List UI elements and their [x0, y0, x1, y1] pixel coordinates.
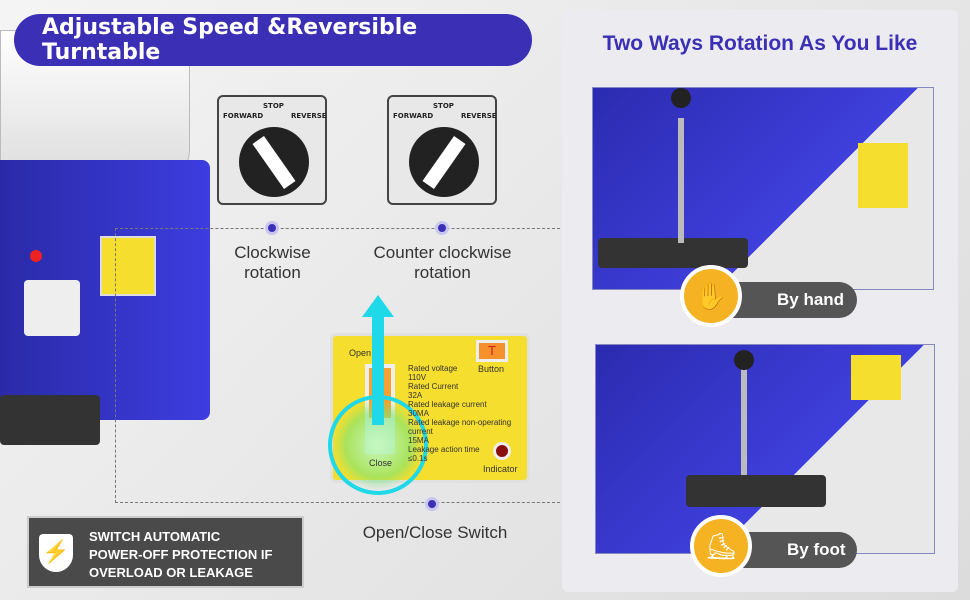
foot-photo — [595, 344, 935, 554]
mini-switch — [24, 280, 80, 336]
pottery-wheel-body — [0, 160, 210, 420]
switch-knob — [239, 127, 309, 197]
badge-line: SWITCH AUTOMATIC — [89, 529, 221, 544]
badge-line: OVERLOAD OR LEAKAGE — [89, 565, 253, 580]
banner: Adjustable Speed &Reversible Turntable — [14, 14, 532, 66]
rotation-panel: Two Ways Rotation As You Like By hand ✋ … — [562, 10, 958, 592]
callout-lines — [115, 228, 560, 503]
switch-counterclockwise: STOP FORWARD REVERSE — [387, 95, 497, 205]
switch-clockwise: STOP FORWARD REVERSE — [217, 95, 327, 205]
shield-bolt-icon: ⚡ — [39, 534, 73, 572]
open-close-caption: Open/Close Switch — [362, 523, 508, 542]
panel-title: Two Ways Rotation As You Like — [602, 32, 918, 55]
reverse-label: REVERSE — [291, 112, 327, 120]
arrow-head-icon — [362, 295, 394, 317]
badge-line: POWER-OFF PROTECTION IF — [89, 547, 273, 562]
stop-label: STOP — [263, 102, 284, 110]
reverse-label: REVERSE — [461, 112, 497, 120]
open-label: Open — [349, 348, 372, 358]
hand-joystick-icon: ✋ — [680, 265, 742, 327]
protection-badge: ⚡ SWITCH AUTOMATIC POWER-OFF PROTECTION … — [27, 516, 304, 588]
hand-photo — [592, 87, 934, 290]
switch-knob — [409, 127, 479, 197]
foot-skate-icon: ⛸ — [690, 515, 752, 577]
forward-label: FORWARD — [393, 112, 434, 120]
forward-label: FORWARD — [223, 112, 264, 120]
close-label: Close — [369, 458, 393, 468]
callout-dot — [435, 221, 449, 235]
button-label: Button — [478, 364, 505, 374]
foot-pedal — [0, 395, 100, 445]
power-light — [30, 250, 42, 262]
protector-mini — [100, 236, 156, 296]
callout-dot — [265, 221, 279, 235]
callout-dot — [425, 497, 439, 511]
indicator-label: Indicator — [483, 464, 518, 474]
stop-label: STOP — [433, 102, 454, 110]
indicator-light — [493, 442, 511, 460]
test-button: T — [476, 340, 508, 362]
arrow-up-icon — [372, 310, 384, 425]
